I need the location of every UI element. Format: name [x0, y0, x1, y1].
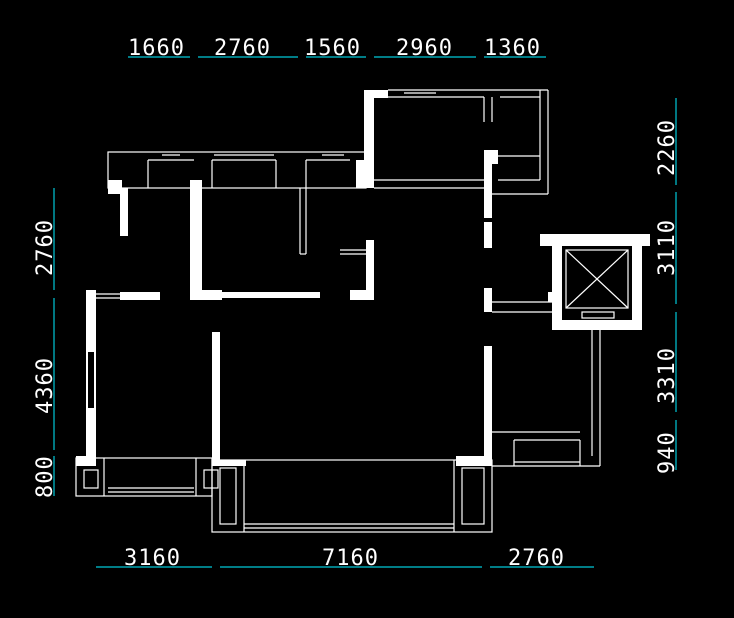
- dim-top-2: 2760: [214, 36, 271, 61]
- outline-lines: [75, 89, 601, 533]
- dim-left-1: 2760: [33, 219, 58, 276]
- dim-left-3: 800: [33, 455, 58, 498]
- dim-top-3: 1560: [304, 36, 361, 61]
- wall-central: [364, 90, 374, 188]
- dim-bottom-1: 3160: [124, 546, 181, 571]
- dim-left-2: 4360: [33, 357, 58, 414]
- elevator-shaft-x-icon: [565, 249, 629, 319]
- upper-left-band: [107, 151, 367, 189]
- wall-bedroom2: [190, 180, 202, 300]
- dim-top-4: 2960: [396, 36, 453, 61]
- dim-top-1: 1660: [128, 36, 185, 61]
- dim-top-5: 1360: [484, 36, 541, 61]
- dim-right-1: 2260: [655, 119, 680, 176]
- dim-right-2: 3110: [655, 219, 680, 276]
- walls: [76, 90, 650, 466]
- dim-right-3: 3310: [655, 347, 680, 404]
- dimension-labels: 1660 2760 1560 2960 1360 3160 7160 2760 …: [33, 36, 680, 571]
- dim-bottom-2: 7160: [322, 546, 379, 571]
- dim-bottom-3: 2760: [508, 546, 565, 571]
- dimension-lines: [53, 56, 677, 568]
- dim-right-4: 940: [655, 431, 680, 474]
